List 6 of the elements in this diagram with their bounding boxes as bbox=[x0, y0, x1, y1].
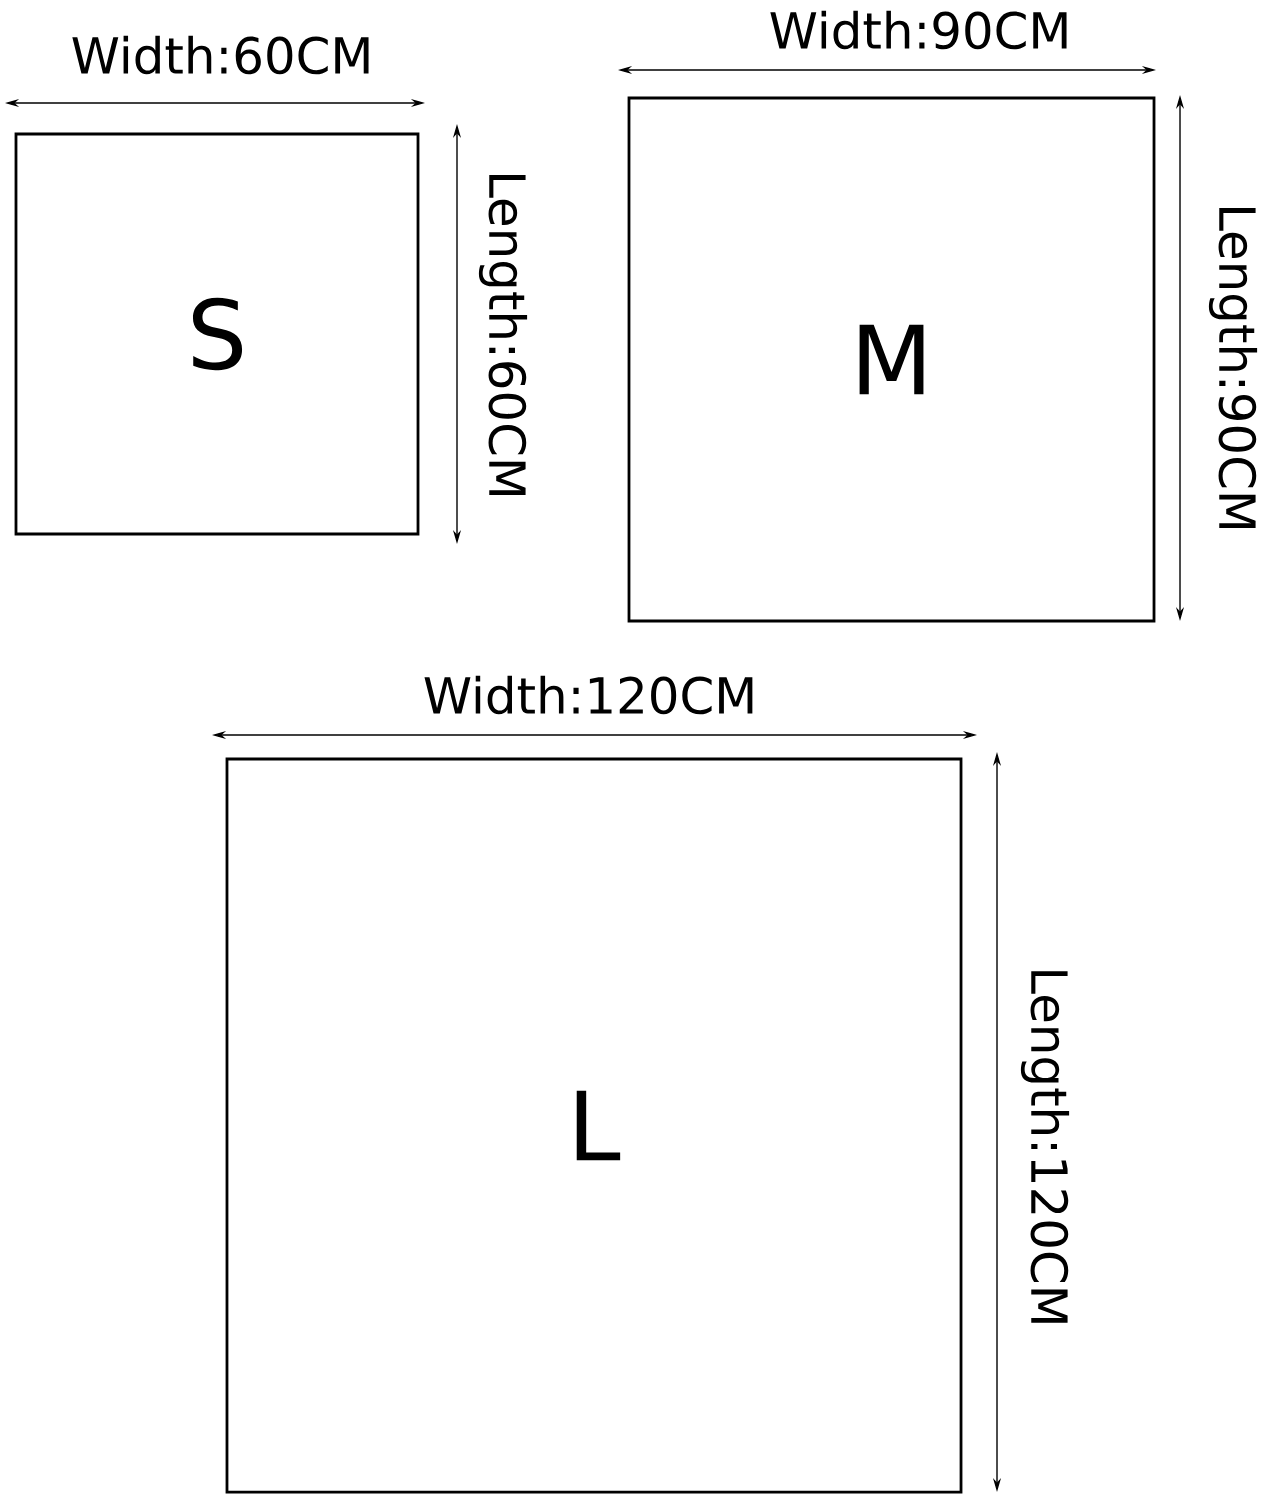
dimension-label: Width:120CM bbox=[424, 675, 753, 715]
size-box: M bbox=[627, 96, 1156, 623]
size-box: S bbox=[14, 132, 420, 536]
dimension-label: Length:90CM bbox=[1208, 208, 1258, 529]
dimension-label: Length:60CM bbox=[478, 175, 528, 496]
size-box: L bbox=[225, 757, 963, 1494]
